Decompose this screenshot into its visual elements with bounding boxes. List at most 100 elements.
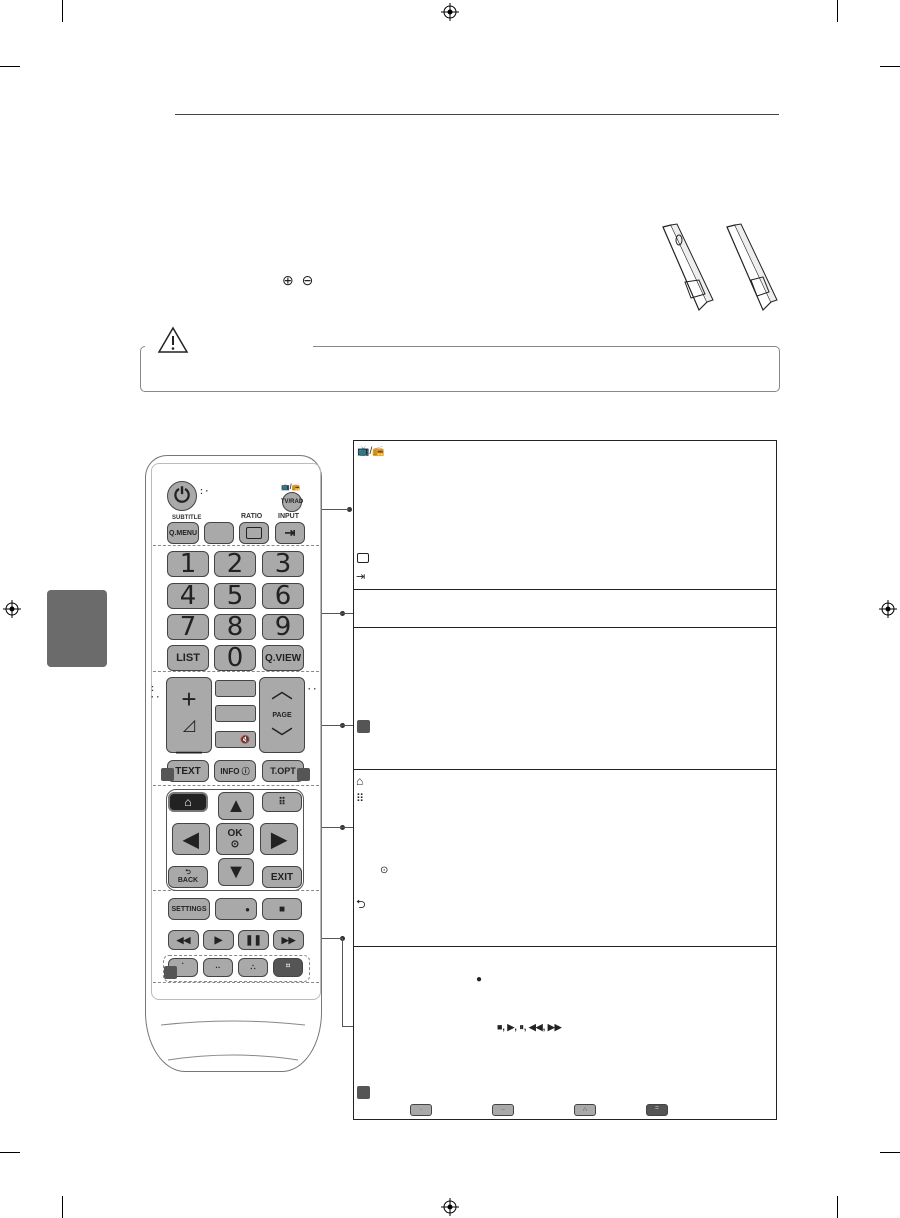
pause-button[interactable]: ❚❚ (238, 930, 269, 950)
marker-1-square (161, 768, 174, 781)
ratio-label: RATIO (241, 513, 263, 520)
green-button[interactable]: ·· (203, 958, 233, 977)
back-icon: ⮌ (356, 897, 366, 911)
up-arrow-icon: ▲ (226, 794, 246, 817)
apps-icon: ⠿ (278, 796, 286, 808)
page-rocker[interactable]: ︿ PAGE ﹀ (259, 677, 305, 753)
ok-button[interactable]: OK⊙ (216, 823, 254, 855)
blank-button[interactable] (204, 522, 234, 544)
fast-forward-button[interactable]: ▶▶ (273, 930, 304, 950)
down-button[interactable]: ▼ (218, 858, 254, 886)
home-icon: ⌂ (184, 795, 192, 809)
info-button[interactable]: INFO ⓘ (214, 760, 256, 782)
mute-button[interactable]: 🔇 (215, 731, 256, 748)
number-label: 1 (179, 549, 197, 579)
blue-button[interactable]: ⠛ (273, 958, 303, 977)
number-label: 7 (179, 612, 197, 642)
right-button[interactable]: ▶ (260, 823, 298, 855)
text-label: TEXT (175, 765, 201, 777)
up-button[interactable]: ▲ (218, 792, 254, 820)
battery-polarity-glyphs: ⊕ ⊖ (282, 272, 316, 288)
qmenu-text: Q.MENU (169, 529, 197, 537)
back-button[interactable]: ⮌BACK (168, 866, 208, 888)
rewind-button[interactable]: ◀◀ (168, 930, 199, 950)
remote-button-area (151, 463, 321, 1000)
color-buttons-frame (163, 955, 310, 982)
registration-mark-icon (879, 600, 897, 618)
ok-label: OK (227, 828, 243, 839)
yellow-button-icon: ∴ (574, 1104, 596, 1116)
input-button[interactable]: ⇥ (275, 522, 305, 544)
input-icon: ⇥ (356, 571, 366, 583)
settings-label: SETTINGS (171, 905, 207, 913)
yellow-button[interactable]: ∴ (238, 958, 268, 977)
number-8-button[interactable]: 8 (214, 612, 256, 642)
record-button[interactable]: ● (215, 898, 257, 920)
page-down-icon: ﹀ (270, 726, 293, 751)
fav-button[interactable] (215, 680, 256, 697)
tv-rad-button[interactable]: TV/RAD (281, 492, 303, 512)
crop-mark (880, 1152, 900, 1153)
crop-mark (62, 1196, 63, 1218)
ok-wheel-icon: ⊙ (230, 839, 240, 850)
number-1-button[interactable]: 1 (167, 549, 209, 579)
number-label: 4 (179, 581, 197, 611)
list-button[interactable]: LIST (167, 645, 209, 671)
back-label: BACK (177, 877, 199, 884)
qmenu-button[interactable]: Q.MENU (167, 522, 199, 544)
play-icon: ▶ (214, 934, 223, 946)
three-dot-icon: ∴ (250, 963, 256, 972)
leader-line (342, 938, 343, 1026)
ratio-icon (246, 527, 262, 539)
volume-up-icon: + (181, 684, 197, 714)
stop-icon: ■ (278, 903, 286, 915)
crop-mark (62, 0, 63, 22)
ratio-button[interactable] (239, 522, 269, 544)
registration-mark-icon (3, 600, 21, 618)
caution-gap (145, 343, 313, 349)
marker-2-square (357, 1086, 370, 1099)
language-tab (47, 590, 107, 667)
number-label: 9 (274, 612, 292, 642)
leader-line (342, 1026, 353, 1027)
stop-button[interactable]: ■ (262, 898, 302, 920)
number-2-button[interactable]: 2 (214, 549, 256, 579)
crop-mark (880, 66, 900, 67)
number-0-button[interactable]: 0 (214, 643, 256, 673)
power-dots: : · (200, 486, 209, 496)
left-button[interactable]: ◀ (172, 823, 210, 855)
number-4-button[interactable]: 4 (167, 581, 209, 611)
blue-button-icon: ⠛ (646, 1104, 668, 1116)
number-label: 0 (226, 643, 244, 673)
home-button[interactable]: ⌂ (168, 792, 208, 812)
header-rule (175, 114, 779, 115)
number-9-button[interactable]: 9 (262, 612, 304, 642)
remote-bottom-curve (160, 1020, 306, 1061)
power-button[interactable]: ⏻ (167, 481, 197, 511)
registration-mark-icon (441, 1198, 459, 1216)
qview-button[interactable]: Q.VIEW (262, 645, 304, 671)
number-label: 6 (274, 581, 292, 611)
rewind-icon: ◀◀ (176, 934, 191, 945)
number-label: 5 (226, 581, 244, 611)
volume-rocker[interactable]: + ◿ — (166, 677, 212, 765)
registration-mark-icon (441, 3, 459, 21)
guide-button[interactable] (215, 705, 256, 722)
ratio-icon (357, 553, 369, 563)
exit-button[interactable]: EXIT (262, 866, 302, 888)
caution-box (140, 346, 780, 392)
green-button-icon: ·· (492, 1104, 514, 1116)
number-3-button[interactable]: 3 (262, 549, 304, 579)
panel-separator (353, 627, 777, 628)
panel-separator (353, 946, 777, 947)
leader-line (322, 938, 342, 939)
play-button[interactable]: ▶ (203, 930, 234, 950)
number-7-button[interactable]: 7 (167, 612, 209, 642)
nav-ring (166, 789, 304, 891)
number-5-button[interactable]: 5 (214, 581, 256, 611)
page-dots: · · (308, 684, 317, 694)
settings-button[interactable]: SETTINGS (168, 898, 210, 920)
apps-button[interactable]: ⠿ (262, 792, 302, 812)
power-icon: ⏻ (174, 484, 190, 507)
number-6-button[interactable]: 6 (262, 581, 304, 611)
